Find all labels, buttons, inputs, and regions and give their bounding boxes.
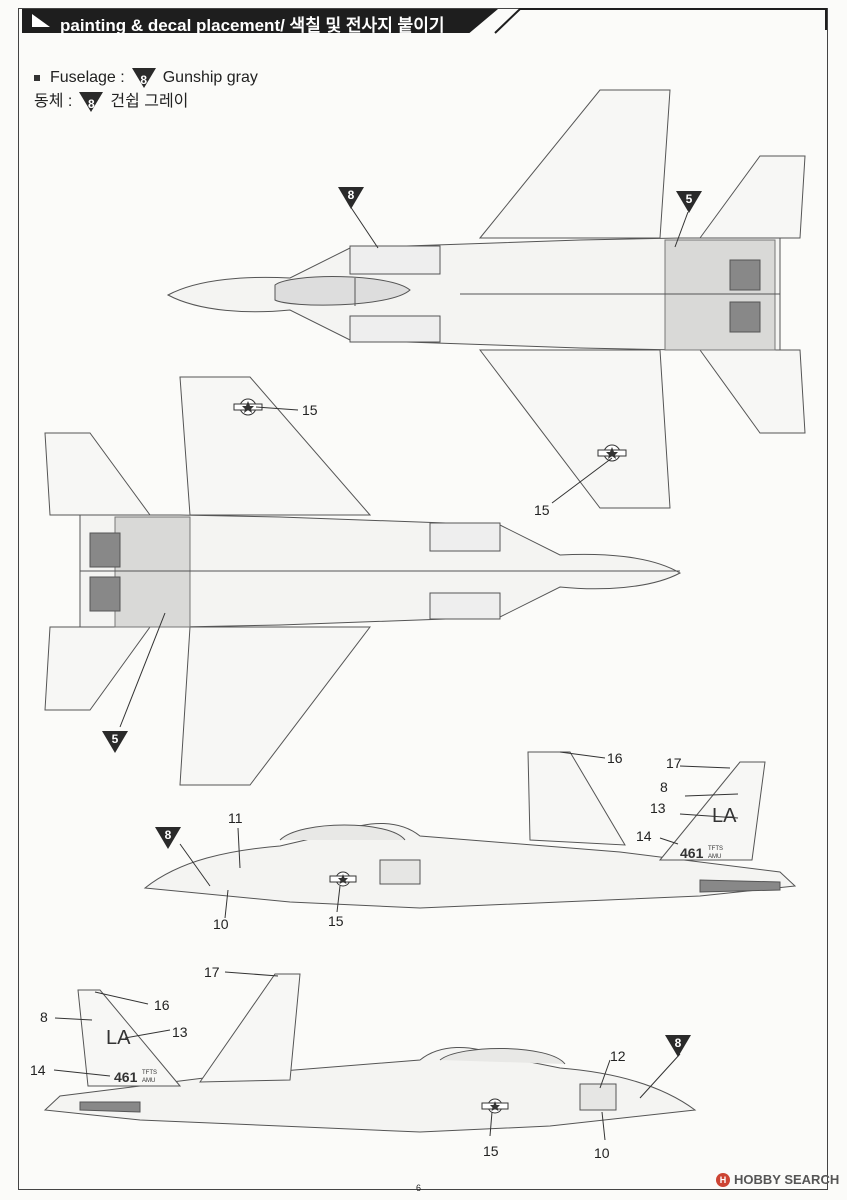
hobby-search-logo-icon: H [716, 1172, 730, 1187]
tail-code-text: LA [712, 805, 737, 827]
color-callout-badge: 5 [101, 730, 129, 754]
tail-code-text: LA [106, 1027, 131, 1049]
decal-number: 16 [607, 750, 623, 766]
legend-ko-color-name: 건쉽 그레이 [110, 93, 189, 110]
decal-number: 15 [483, 1143, 499, 1159]
decal-number: 17 [666, 755, 682, 771]
decal-number: 16 [154, 997, 170, 1013]
decal-number: 8 [40, 1009, 48, 1025]
leader-line [674, 212, 689, 248]
decal-number: 10 [213, 916, 229, 932]
color-callout-badge: 8 [154, 826, 182, 850]
decal-number: 15 [328, 913, 344, 929]
legend-en-color-name: Gunship gray [162, 69, 258, 86]
page-title: painting & decal placement/ 색칠 및 전사지 붙이기 [60, 16, 445, 35]
color-callout-badge: 8 [664, 1034, 692, 1058]
color-callout-badge: 8 [337, 186, 365, 210]
decal-number: 10 [594, 1145, 610, 1161]
decal-number: 14 [30, 1062, 46, 1078]
tail-unit-text: TFTS [142, 1070, 157, 1076]
side-view-left-aircraft: LA 461 TFTS AMU [43, 971, 697, 1141]
top-view-aircraft [166, 89, 806, 509]
watermark-text: HOBBY SEARCH [734, 1172, 840, 1187]
tail-unit-text: AMU [142, 1078, 155, 1084]
decal-number: 17 [204, 964, 220, 980]
header-rule [494, 8, 827, 34]
decal-number: 14 [636, 828, 652, 844]
tail-unit-text: TFTS [708, 846, 723, 852]
header-bar [22, 9, 498, 33]
decal-number: 15 [534, 502, 550, 518]
decal-number: 13 [650, 800, 666, 816]
decal-number: 11 [228, 810, 243, 826]
decal-number: 12 [610, 1048, 626, 1064]
legend-en-label: Fuselage : [50, 69, 125, 86]
color-legend: Fuselage : 8 Gunship gray 동체 : 8 건쉽 그레이 [34, 66, 258, 114]
color-code-badge: 8 [131, 67, 157, 89]
tail-number-text: 461 [680, 845, 704, 861]
tail-unit-text: AMU [708, 854, 721, 860]
decal-number: 15 [302, 402, 318, 418]
watermark: H HOBBY SEARCH [716, 1172, 839, 1187]
bottom-view-aircraft [44, 376, 682, 786]
bullet [34, 75, 40, 81]
color-code-badge: 8 [78, 91, 104, 113]
decal-number: 8 [660, 779, 668, 795]
page-number: 6 [416, 1183, 422, 1193]
color-callout-badge: 5 [675, 190, 703, 214]
decal-number: 13 [172, 1024, 188, 1040]
legend-ko-label: 동체 : [34, 93, 73, 110]
side-view-right-aircraft: LA 461 TFTS AMU [143, 751, 797, 919]
header-arrow-icon [32, 14, 50, 27]
page-border [18, 8, 828, 1190]
leader-line [350, 206, 379, 249]
tail-number-text: 461 [114, 1069, 138, 1085]
